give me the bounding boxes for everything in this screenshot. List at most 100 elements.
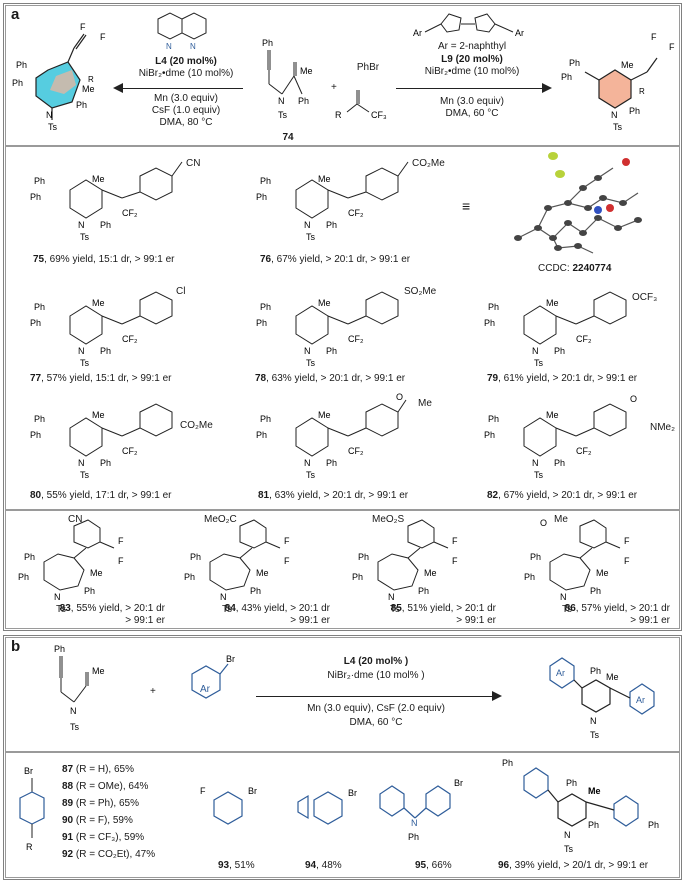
scope-92: 92 (R = CO₂Et), 47% [62, 849, 156, 860]
aryl-label: Ar [200, 684, 210, 695]
svg-text:F: F [624, 536, 630, 546]
caption-79: 79, 61% yield, > 20:1 dr, > 99:1 er [487, 373, 638, 384]
svg-text:N: N [78, 458, 85, 468]
svg-text:N: N [78, 220, 85, 230]
svg-text:Ph: Ph [34, 302, 45, 312]
svg-text:Me: Me [424, 568, 437, 578]
scope-93: 93, 51% [218, 860, 255, 871]
caption-75: 75, 69% yield, 15:1 dr, > 99:1 er [33, 254, 175, 265]
svg-text:Ph: Ph [256, 430, 267, 440]
substituent-84: MeO₂C [204, 514, 237, 525]
product-81-structure: O Ph Ph Me CF₂ Ph N Ts [256, 392, 407, 480]
svg-text:N: N [532, 346, 539, 356]
svg-text:Ph: Ph [18, 572, 29, 582]
svg-text:Ph: Ph [590, 586, 601, 596]
scope-89: 89 (R = Ph), 65% [62, 798, 139, 809]
svg-text:Ts: Ts [534, 358, 544, 368]
svg-text:N: N [278, 96, 285, 106]
svg-text:N: N [532, 458, 539, 468]
alkene-reagent-structure: R CF₃ [335, 90, 387, 120]
svg-text:Me: Me [92, 174, 105, 184]
reaction-arrow-right [396, 88, 546, 89]
svg-text:Me: Me [318, 298, 331, 308]
svg-text:Ph: Ph [569, 58, 580, 68]
svg-text:Br: Br [248, 786, 257, 796]
svg-text:Br: Br [454, 778, 463, 788]
left-cond-2: NiBr₂•dme (10 mol%) [138, 68, 234, 79]
svg-text:Ph: Ph [24, 552, 35, 562]
svg-text:CF₂: CF₂ [348, 446, 364, 456]
caption-83: 83, 55% yield, > 20:1 dr> 99:1 er [59, 603, 165, 626]
panel-a-products-box [5, 146, 680, 510]
svg-text:Me: Me [606, 672, 619, 682]
svg-text:Ph: Ph [484, 430, 495, 440]
scope-88: 88 (R = OMe), 64% [62, 781, 149, 792]
piperidine-product-structure: Ph Ph Me F F R Ph N Ts [561, 32, 675, 132]
product-76-structure: Ph Ph Me CF₂ Ph N Ts [256, 161, 409, 242]
svg-text:Ph: Ph [256, 192, 267, 202]
svg-text:Me: Me [300, 66, 313, 76]
svg-text:Ts: Ts [48, 122, 58, 132]
svg-text:Ph: Ph [326, 458, 337, 468]
product-84-structure: F F Ph Ph Me Ph N [184, 519, 290, 602]
svg-text:Ph: Ph [629, 106, 640, 116]
svg-text:CF₂: CF₂ [122, 446, 138, 456]
svg-text:Ar: Ar [636, 695, 645, 705]
svg-text:R: R [335, 110, 342, 120]
bisoxazoline-ligand-structure: Ar Ar [413, 13, 524, 38]
svg-text:Ph: Ph [34, 176, 45, 186]
svg-text:Me: Me [588, 786, 601, 796]
caption-77: 77, 57% yield, 15:1 dr, > 99:1 er [30, 373, 172, 384]
panel-b-arrowhead-icon [492, 691, 502, 701]
svg-text:Ph: Ph [530, 552, 541, 562]
svg-text:Me: Me [92, 298, 105, 308]
svg-text:Ar: Ar [515, 28, 524, 38]
panel-b [3, 635, 682, 880]
svg-text:Ts: Ts [590, 730, 600, 740]
svg-text:Ph: Ph [30, 430, 41, 440]
caption-80: 80, 55% yield, 17:1 dr, > 99:1 er [30, 490, 172, 501]
svg-text:F: F [118, 536, 124, 546]
svg-text:Ph: Ph [554, 458, 565, 468]
product-78-structure: Ph Ph Me CF₂ Ph N Ts [256, 291, 399, 368]
svg-text:Ar: Ar [413, 28, 422, 38]
ccdc-caption: CCDC: 2240774 [538, 263, 612, 274]
svg-text:O: O [630, 394, 637, 404]
reaction-arrow-left [118, 88, 243, 89]
svg-text:N: N [54, 592, 61, 602]
svg-text:CF₂: CF₂ [576, 334, 592, 344]
panel-a-azepine-box [5, 510, 680, 629]
svg-text:Ph: Ph [12, 78, 23, 88]
svg-text:O: O [540, 518, 547, 528]
svg-text:N: N [590, 716, 597, 726]
svg-text:Me: Me [546, 410, 559, 420]
panel-b-cond-1: L4 (20 mol% ) [343, 656, 409, 667]
svg-text:F: F [284, 536, 290, 546]
scope-91: 91 (R = CF₃), 59% [62, 832, 145, 843]
arrowhead-left-icon [113, 83, 123, 93]
svg-text:Ph: Ph [262, 38, 273, 48]
svg-text:O: O [396, 392, 403, 402]
substituent-86: Me [554, 514, 568, 525]
svg-text:Ph: Ph [418, 586, 429, 596]
arrowhead-right-icon [542, 83, 552, 93]
panel-a [3, 3, 682, 631]
svg-text:Br: Br [348, 788, 357, 798]
svg-text:Ph: Ph [566, 778, 577, 788]
svg-text:N: N [190, 42, 196, 51]
svg-text:Ts: Ts [306, 232, 316, 242]
svg-text:Ts: Ts [564, 844, 574, 854]
svg-text:N: N [611, 110, 618, 120]
product-75-structure: Ph Ph Me CF₂ Ph N Ts [30, 161, 183, 242]
product-86-structure: O F F Ph Ph Me Ph N [524, 518, 630, 602]
svg-text:N: N [304, 220, 311, 230]
right-cond-2: L9 (20 mol%) [441, 54, 503, 65]
svg-text:Me: Me [621, 60, 634, 70]
svg-text:Me: Me [318, 410, 331, 420]
ts-84: Ts [222, 604, 232, 615]
svg-text:Ph: Ph [648, 820, 659, 830]
svg-text:Ph: Ph [34, 414, 45, 424]
svg-text:Ts: Ts [80, 470, 90, 480]
panel-a-letter: a [11, 6, 20, 23]
svg-text:Br: Br [226, 654, 235, 664]
